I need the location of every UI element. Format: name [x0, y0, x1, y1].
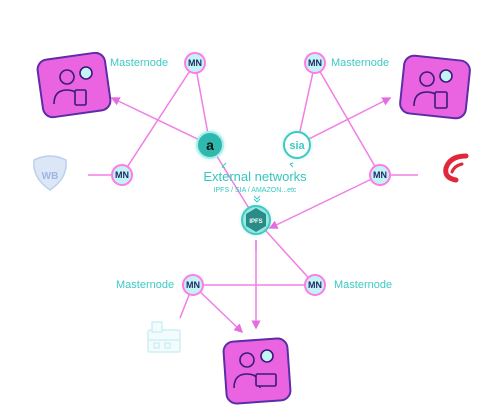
external-networks-subtitle: IPFS / SIA / AMAZON...etc — [214, 187, 297, 194]
external-arrows — [221, 162, 294, 203]
user-with-device-icon — [233, 349, 277, 389]
amazon-network-node: a — [193, 128, 227, 162]
mn-badge-label: MN — [373, 170, 387, 180]
wb-shield-logo-icon: WB — [33, 155, 67, 191]
user-with-device-icon — [413, 69, 453, 109]
masternode-badge-right: MN — [369, 164, 391, 186]
masternode-label-top-left: Masternode — [110, 57, 168, 69]
user-with-device-icon — [53, 66, 93, 106]
sia-network-node: sia — [280, 128, 314, 162]
masternode-label-bottom-right: Masternode — [334, 279, 392, 291]
mn-badge-label: MN — [188, 58, 202, 68]
svg-text:WB: WB — [42, 171, 59, 182]
building-icon — [147, 321, 181, 353]
masternode-badge-top-right: MN — [304, 52, 326, 74]
ipfs-logo-text: IPFS — [249, 219, 262, 225]
mn-badge-label: MN — [115, 170, 129, 180]
ipfs-network-node: IPFS — [238, 202, 274, 238]
red-swirl-logo-icon — [443, 153, 469, 183]
masternode-label-top-right: Masternode — [331, 57, 389, 69]
masternode-badge-left: MN — [111, 164, 133, 186]
sia-logo-text: sia — [289, 140, 305, 152]
user-card-bottom — [222, 337, 292, 405]
connection-lines — [88, 62, 418, 334]
masternode-badge-bottom-right: MN — [304, 274, 326, 296]
mn-badge-label: MN — [308, 58, 322, 68]
mn-badge-label: MN — [186, 280, 200, 290]
masternode-badge-top-left: MN — [184, 52, 206, 74]
masternode-badge-bottom-left: MN — [182, 274, 204, 296]
masternode-label-bottom-left: Masternode — [116, 279, 174, 291]
user-card-top-right — [399, 54, 471, 120]
user-card-top-left — [36, 51, 112, 119]
amazon-letter: a — [206, 137, 214, 153]
mn-badge-label: MN — [308, 280, 322, 290]
external-networks-title: External networks — [203, 169, 307, 184]
